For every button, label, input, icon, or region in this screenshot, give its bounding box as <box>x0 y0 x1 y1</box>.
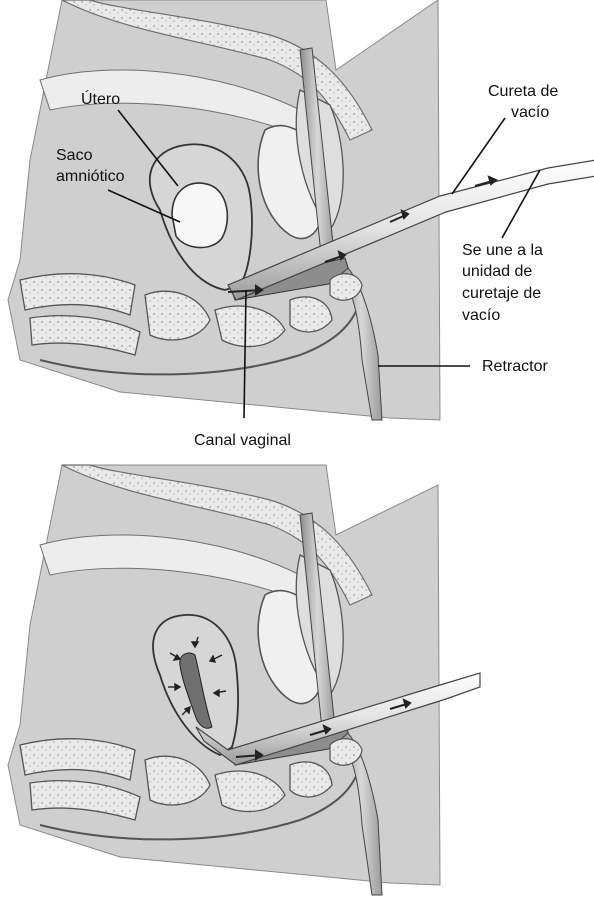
attaches-label-line3: curetaje de <box>462 285 541 302</box>
amniotic-sac-label-line2: amniótico <box>56 168 125 185</box>
vacuum-curette-label-line1: Cureta de <box>488 83 558 100</box>
retractor-label: Retractor <box>482 358 548 375</box>
attaches-label-line1: Se une a la <box>462 242 543 259</box>
attaches-label-line4: vacío <box>462 307 500 324</box>
bottom-panel <box>8 465 480 895</box>
vacuum-curette-label-line2: vacío <box>511 104 549 121</box>
uterus-label: Útero <box>81 89 120 108</box>
top-panel: Útero Saco amniótico Cureta de vacío Se … <box>8 0 594 449</box>
amniotic-sac-label-line1: Saco <box>56 147 93 164</box>
vaginal-canal-label: Canal vaginal <box>194 432 291 449</box>
top-amniotic-sac <box>172 183 227 248</box>
attaches-label-line2: unidad de <box>462 263 532 280</box>
